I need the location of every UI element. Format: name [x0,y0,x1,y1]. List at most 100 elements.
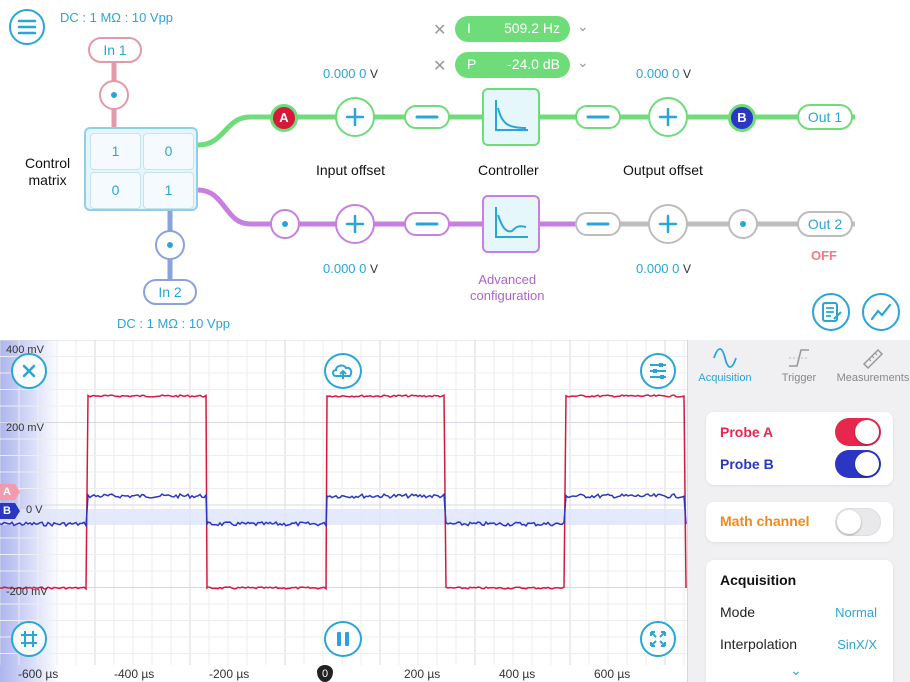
output-offset-add-button[interactable] [648,97,688,137]
matrix-cell[interactable]: 0 [90,172,141,209]
notes-button[interactable] [812,293,850,331]
output-offset-value-1[interactable]: 0.000 0 V [636,66,692,81]
matrix-cell[interactable]: 1 [143,172,194,209]
tab-measurements[interactable]: Measurements [836,340,910,390]
advanced-configuration-button[interactable] [482,195,540,253]
hamburger-icon [17,19,37,35]
pause-icon [337,632,349,646]
grid-button[interactable] [11,621,47,657]
output-offset-add-button-2[interactable] [648,204,688,244]
probe-a-level-marker[interactable]: A [0,484,20,500]
out1-button[interactable]: Out 1 [797,104,853,130]
expand-icon [650,631,666,647]
tab-trigger[interactable]: Trigger [762,340,836,390]
input-offset-value-1[interactable]: 0.000 0 V [323,66,379,81]
y-label-zero: 0 V [26,504,43,516]
x-label: 600 µs [594,667,631,681]
interpolation-label: Interpolation [720,636,798,652]
matrix-cell[interactable]: 0 [143,133,194,170]
in2-coupling[interactable]: DC : 1 MΩ : 10 Vpp [117,316,231,331]
settings-panel: Acquisition Trigger Measurements Probe A… [687,340,910,682]
trigger-time-marker[interactable]: 0 [317,665,333,682]
export-button[interactable] [324,353,362,389]
in2-path-node[interactable] [270,209,300,239]
in2-node[interactable] [155,230,185,260]
close-icon [22,364,36,378]
chart-button[interactable] [862,293,900,331]
math-card: Math channel [706,502,893,542]
probe-a-toggle[interactable] [835,418,881,446]
grid-icon [21,631,37,647]
probe-a-marker[interactable]: A [270,104,298,132]
close-icon[interactable]: ✕ [433,22,447,39]
sliders-icon [650,363,666,379]
close-scope-button[interactable] [11,353,47,389]
in2-button[interactable]: In 2 [143,279,197,305]
pid-i-pill[interactable]: I 509.2 Hz [455,16,570,42]
close-icon[interactable]: ✕ [433,58,447,75]
y-label-mid: 200 mV [6,422,44,434]
minus-icon [586,222,610,226]
output-offset-value-2[interactable]: 0.000 0 V [636,261,692,276]
minus-toggle[interactable] [404,212,450,236]
chevron-down-icon[interactable]: ⌄ [577,54,589,70]
lowpass-response-icon [495,100,528,131]
zero-band [0,509,687,525]
trigger-edge-icon [789,349,809,367]
mode-value[interactable]: Normal [835,605,877,620]
menu-button[interactable] [9,9,45,45]
mode-label: Mode [720,604,756,620]
fullscreen-button[interactable] [640,621,676,657]
scope-settings-button[interactable] [640,353,676,389]
out2-path-node[interactable] [728,209,758,239]
chevron-down-icon[interactable]: ⌄ [790,662,802,678]
probe-a-trace [0,394,687,591]
probe-b-label: Probe B [720,456,774,472]
oscilloscope-display[interactable]: 400 mV 200 mV 0 V -200 mV A B -600 µs -4… [0,340,687,682]
control-matrix[interactable]: 1 0 0 1 [84,127,198,211]
x-label: -600 µs [18,667,59,681]
input-offset-value-2[interactable]: 0.000 0 V [323,261,379,276]
pause-button[interactable] [324,621,362,657]
probe-a-label: Probe A [720,424,774,440]
input-offset-label: Input offset [316,162,386,178]
notch-response-icon [495,207,528,238]
probe-b-level-marker[interactable]: B [0,503,20,519]
minus-toggle[interactable] [575,105,621,129]
probe-card: Probe A Probe B [706,412,893,485]
controller-button[interactable] [482,88,540,146]
plus-icon [658,214,678,234]
chevron-down-icon[interactable]: ⌄ [577,18,589,34]
math-channel-toggle[interactable] [835,508,881,536]
plus-icon [345,107,365,127]
input-offset-add-button-2[interactable] [335,204,375,244]
probe-b-trace [0,492,687,529]
interpolation-value[interactable]: SinX/X [837,637,877,652]
output-offset-label: Output offset [623,162,703,178]
probe-b-marker[interactable]: B [728,104,756,132]
minus-toggle[interactable] [404,105,450,129]
out2-status: OFF [811,248,837,263]
in1-node[interactable] [99,80,129,110]
in1-coupling[interactable]: DC : 1 MΩ : 10 Vpp [60,10,174,25]
notes-edit-icon [822,302,842,322]
in1-button[interactable]: In 1 [88,37,142,63]
x-label: 400 µs [499,667,536,681]
acquisition-title: Acquisition [720,572,797,588]
controller-label: Controller [478,162,539,178]
input-offset-add-button[interactable] [335,97,375,137]
trend-line-icon [870,303,892,321]
probe-b-toggle[interactable] [835,450,881,478]
plus-icon [345,214,365,234]
tab-acquisition[interactable]: Acquisition [688,340,762,390]
x-label: -200 µs [209,667,250,681]
minus-toggle[interactable] [575,212,621,236]
matrix-cell[interactable]: 1 [90,133,141,170]
cloud-upload-icon [332,364,353,379]
pid-p-pill[interactable]: P -24.0 dB [455,52,570,78]
out2-button[interactable]: Out 2 [797,211,853,237]
acquisition-card: Acquisition Mode Normal Interpolation Si… [706,560,893,682]
y-label-bottom: -200 mV [6,586,48,598]
